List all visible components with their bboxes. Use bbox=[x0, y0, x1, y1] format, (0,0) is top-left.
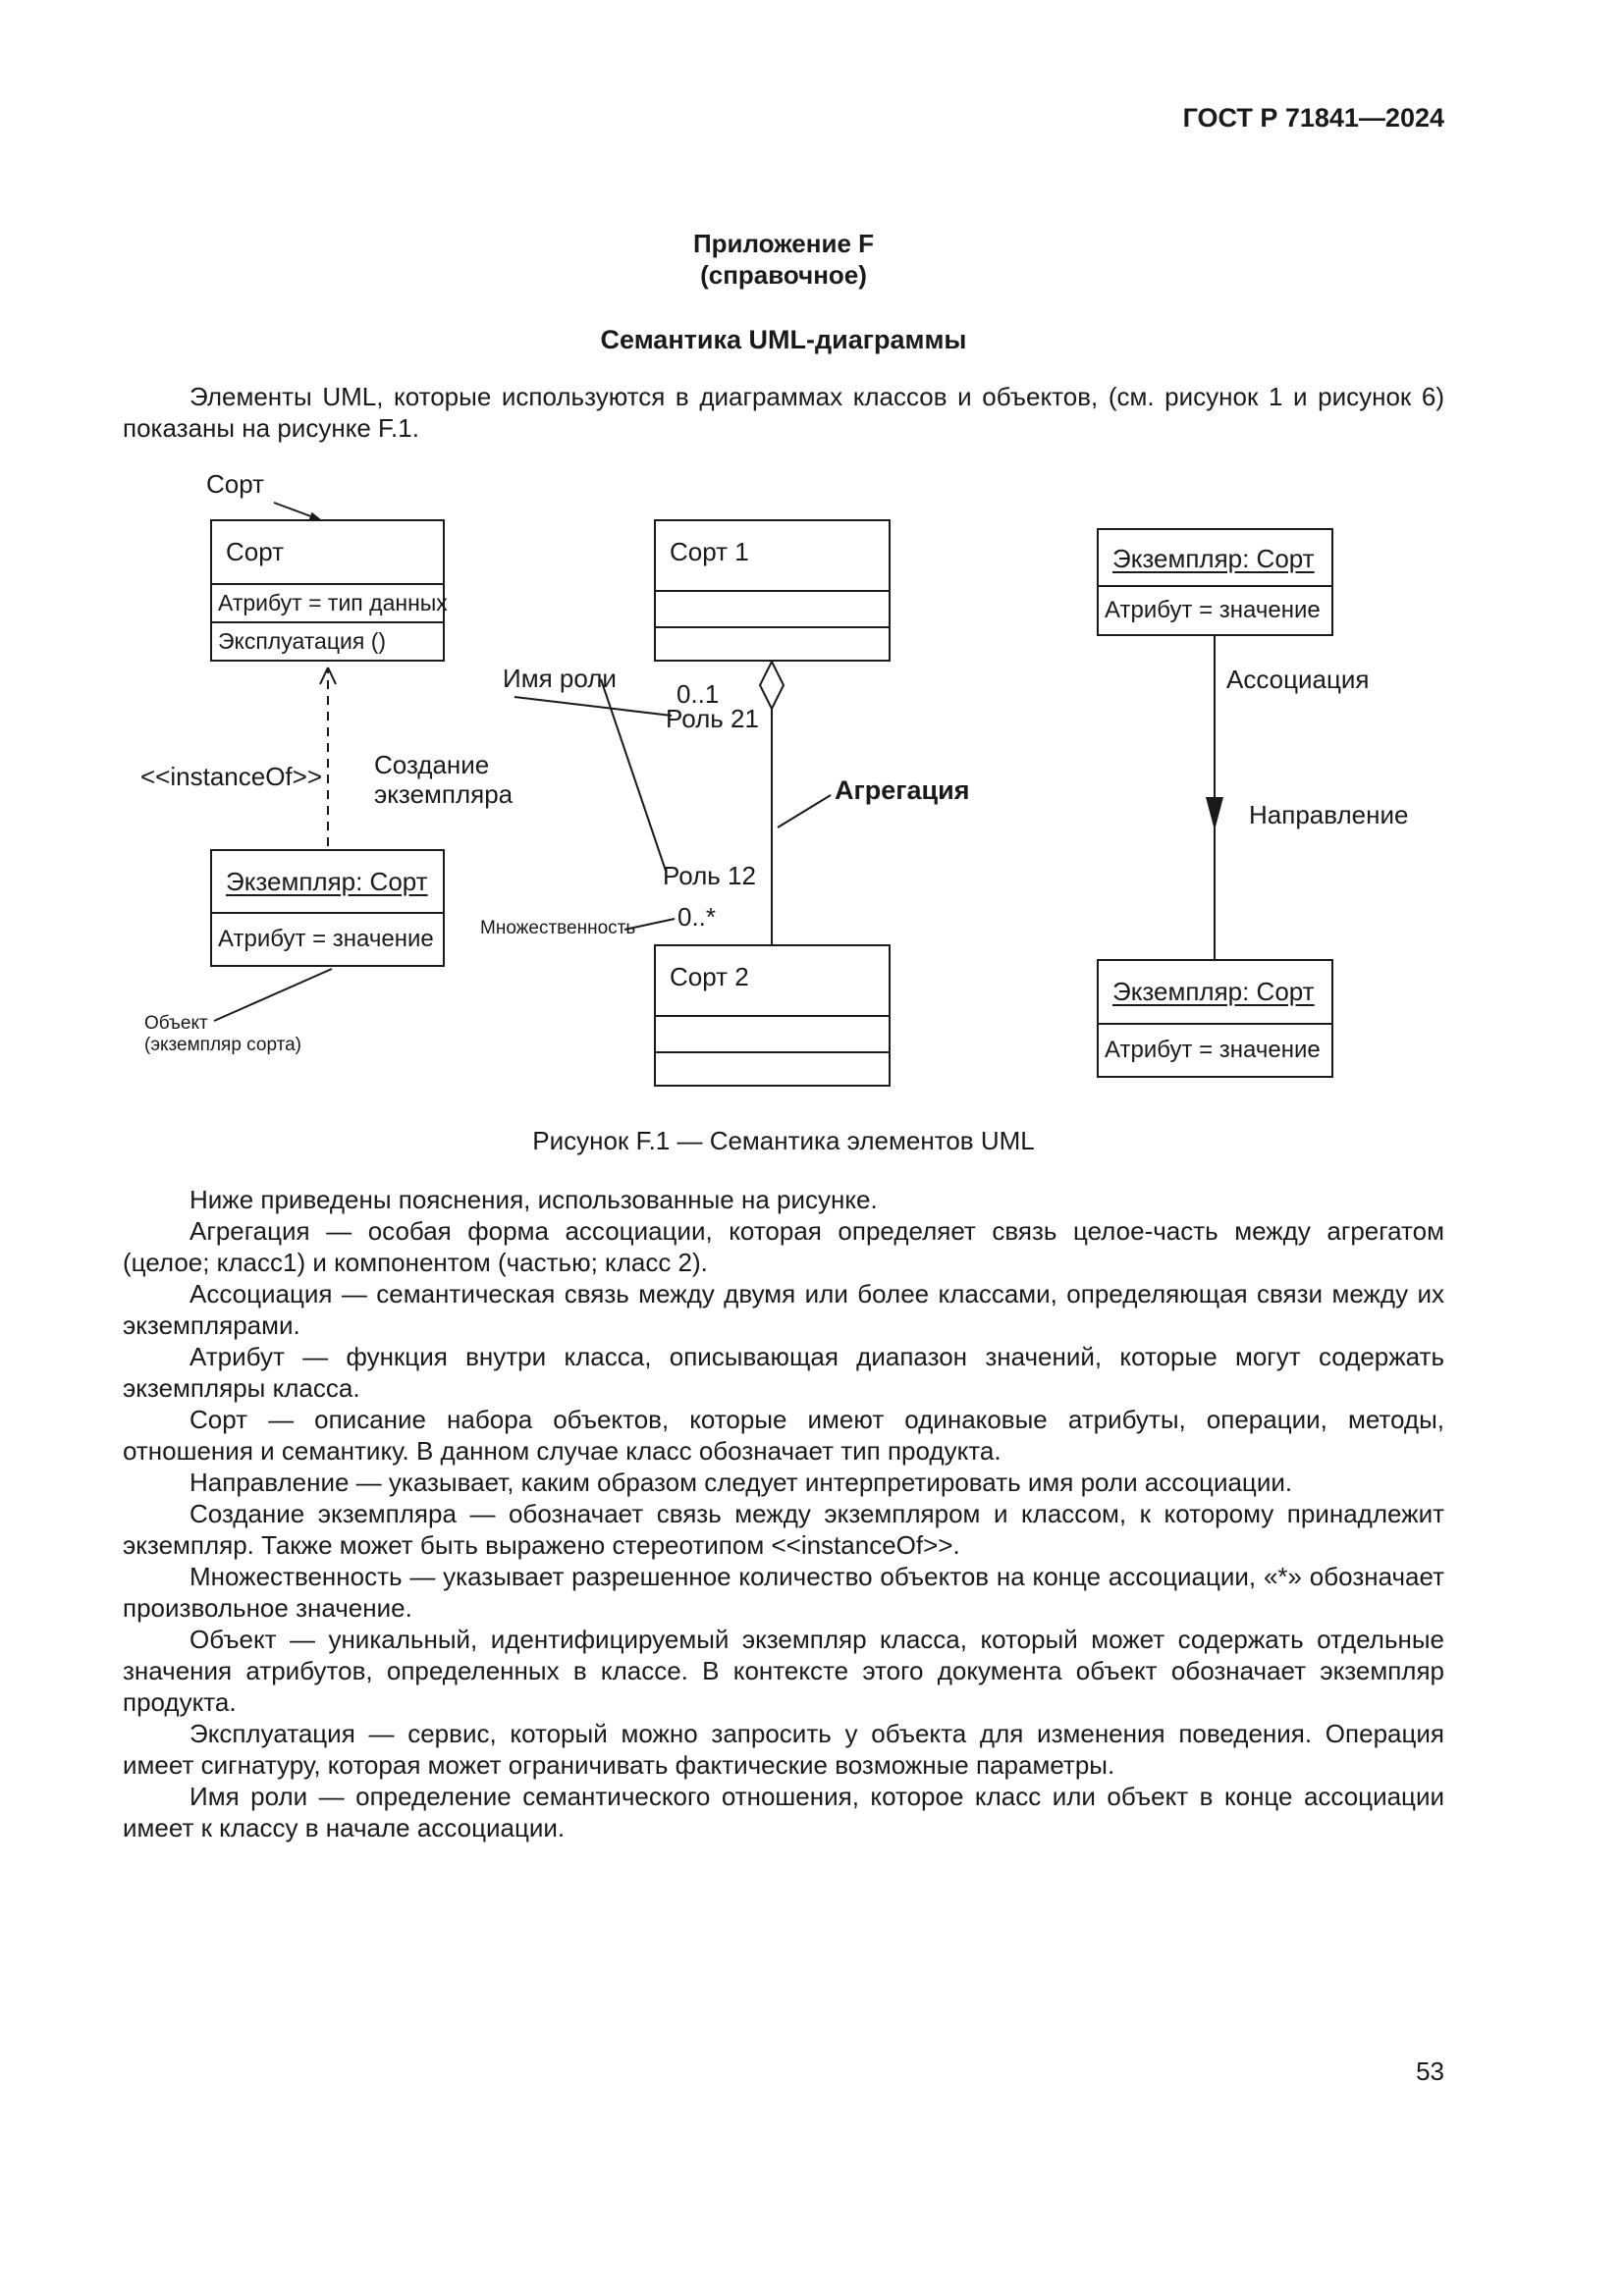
uml-instance-attribute: Атрибут = значение bbox=[1099, 585, 1331, 634]
association-label: Ассоциация bbox=[1226, 665, 1370, 694]
role-top-label: Роль 21 bbox=[666, 704, 759, 733]
role-name-leaders bbox=[514, 678, 673, 872]
uml-class-box-sort: Сорт Атрибут = тип данных Эксплуатация (… bbox=[210, 519, 448, 662]
association-line bbox=[1206, 636, 1223, 959]
section-title: Семантика UML-диаграммы bbox=[600, 325, 967, 354]
uml-class2-empty-attribute bbox=[656, 1015, 889, 1051]
document-header: ГОСТ Р 71841—2024 bbox=[1182, 103, 1444, 133]
instantiation-label: Создание экземпляра bbox=[374, 750, 514, 809]
figure-caption: Рисунок F.1 — Семантика элементов UML bbox=[532, 1126, 1035, 1155]
body-paragraph: Направление — указывает, каким образом с… bbox=[189, 1468, 1293, 1497]
body-paragraph: Создание экземпляра — обозначает связь м… bbox=[123, 1499, 1444, 1560]
direction-arrow-icon bbox=[1206, 797, 1223, 830]
uml-class-title: Сорт bbox=[226, 537, 285, 566]
multiplicity-label: Множественность bbox=[480, 918, 636, 938]
instantiation-dashed-arrow bbox=[319, 667, 337, 846]
intro-paragraph: Элементы UML, которые используются в диа… bbox=[123, 382, 1444, 443]
body-paragraph: Агрегация — особая форма ассоциации, кот… bbox=[123, 1216, 1444, 1277]
uml-class1-title: Сорт 1 bbox=[670, 537, 749, 566]
direction-label: Направление bbox=[1249, 800, 1409, 829]
appendix-kind: (справочное) bbox=[700, 260, 867, 290]
uml-instance-title: Экземпляр: Сорт bbox=[1112, 544, 1315, 573]
body-text: Ниже приведены пояснения, использованные… bbox=[123, 1184, 1444, 1843]
uml-instance-title: Экземпляр: Сорт bbox=[226, 867, 428, 896]
uml-class2-title: Сорт 2 bbox=[670, 962, 749, 991]
appendix-label: Приложение F bbox=[692, 229, 875, 258]
uml-class-attribute: Атрибут = тип данных bbox=[212, 583, 448, 621]
figure-f1-diagram: Сорт Сорт Атрибут = тип данных Эксплуата… bbox=[140, 469, 1409, 1087]
uml-instance-box-top-right: Экземпляр: Сорт Атрибут = значение bbox=[1097, 528, 1333, 636]
uml-instance-box-left: Экземпляр: Сорт Атрибут = значение bbox=[210, 849, 445, 967]
class-pointer-label: Сорт bbox=[206, 469, 265, 499]
body-paragraph: Сорт — описание набора объектов, которые… bbox=[123, 1405, 1444, 1466]
uml-class-operation: Эксплуатация () bbox=[212, 621, 443, 660]
uml-class2-empty-operation bbox=[656, 1051, 889, 1085]
aggregation-line bbox=[758, 659, 785, 944]
uml-instance-attribute: Атрибут = значение bbox=[212, 912, 443, 965]
body-paragraph: Атрибут — функция внутри класса, описыва… bbox=[123, 1342, 1444, 1403]
uml-class-box-sort1: Сорт 1 bbox=[654, 519, 891, 662]
role-name-label: Имя роли bbox=[503, 664, 617, 693]
multiplicity-bottom-label: 0..* bbox=[677, 902, 717, 932]
intro-paragraph-wrap: Элементы UML, которые используются в диа… bbox=[123, 381, 1444, 444]
body-paragraph: Имя роли — определение семантического от… bbox=[123, 1782, 1444, 1842]
object-note-label: Объект (экземпляр сорта) bbox=[144, 1013, 301, 1055]
uml-instance-attribute: Атрибут = значение bbox=[1099, 1023, 1331, 1076]
uml-instance-box-bottom-right: Экземпляр: Сорт Атрибут = значение bbox=[1097, 959, 1333, 1078]
multiplicity-top-label: 0..1 bbox=[677, 679, 720, 709]
body-paragraph: Ниже приведены пояснения, использованные… bbox=[189, 1185, 878, 1214]
aggregation-label: Агрегация bbox=[835, 775, 970, 805]
uml-class1-empty-attribute bbox=[656, 590, 889, 626]
body-paragraph: Ассоциация — семантическая связь между д… bbox=[123, 1279, 1444, 1340]
uml-instance-title: Экземпляр: Сорт bbox=[1112, 977, 1315, 1006]
body-paragraph: Множественность — указывает разрешенное … bbox=[123, 1562, 1444, 1623]
uml-class1-empty-operation bbox=[656, 626, 889, 660]
body-paragraph: Эксплуатация — сервис, который можно зап… bbox=[123, 1719, 1444, 1780]
aggregation-label-leader bbox=[777, 794, 832, 828]
uml-class-box-sort2: Сорт 2 bbox=[654, 944, 891, 1087]
role-bottom-label: Роль 12 bbox=[663, 861, 756, 890]
page-number: 53 bbox=[1416, 2056, 1444, 2086]
body-paragraph: Объект — уникальный, идентифицируемый эк… bbox=[123, 1625, 1444, 1717]
instanceof-stereotype-label: <<instanceOf>> bbox=[140, 762, 323, 791]
aggregation-diamond-icon bbox=[758, 659, 785, 712]
